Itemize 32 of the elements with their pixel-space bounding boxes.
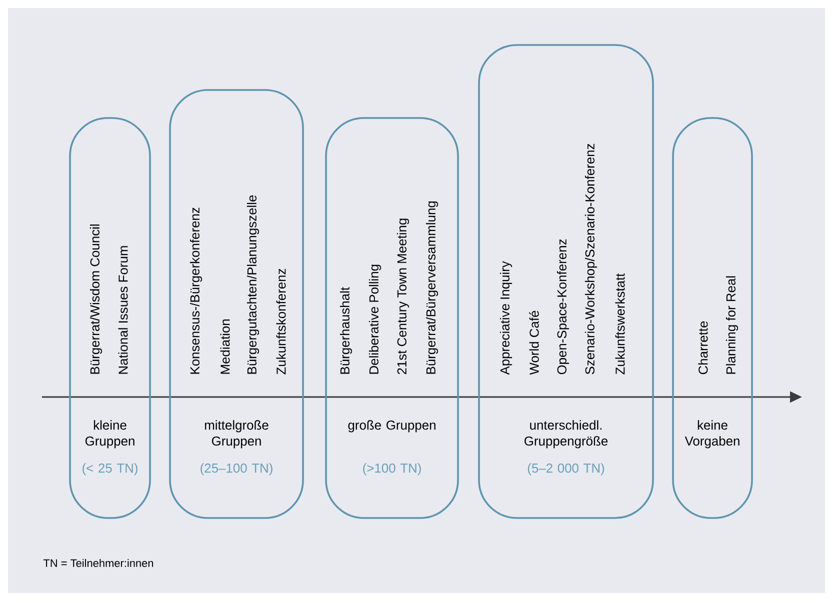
- group-size-label: große Gruppen: [348, 420, 436, 432]
- range-label: (>100 TN): [363, 463, 421, 476]
- method-label: Mediation: [220, 320, 230, 374]
- method-label: Open-Space-Konferenz: [556, 239, 570, 374]
- method-label: Planning for Real: [726, 276, 738, 374]
- method-label: Charrette: [698, 321, 708, 374]
- method-label: Szenario-Workshop/Szenario-Konferenz: [584, 144, 598, 374]
- method-label: Appreciative Inquiry: [500, 261, 512, 375]
- group-size-label: kleine Gruppen: [85, 420, 134, 448]
- group-size-label: unterschiedl. Gruppengröße: [524, 420, 608, 448]
- method-group-box: [69, 117, 151, 519]
- range-label: (25–100 TN): [200, 463, 272, 476]
- method-label: Deliberative Polling: [368, 264, 382, 374]
- method-group-box: [478, 44, 654, 519]
- method-group-box: [672, 117, 753, 519]
- method-group-box: [169, 89, 304, 519]
- method-group-box: [325, 117, 459, 519]
- group-size-label: keine Vorgaben: [684, 420, 740, 448]
- method-label: Bürgerrat/Bürgerversammlung: [426, 201, 438, 374]
- method-label: Zukunftswerkstatt: [615, 273, 625, 374]
- method-label: National Issues Forum: [118, 246, 128, 374]
- method-label: Bürgerrat/Wisdom Council: [90, 224, 102, 374]
- method-label: 21st Century Town Meeting: [396, 218, 410, 374]
- group-size-label: mittelgroße Gruppen: [204, 420, 268, 448]
- range-label: (5–2 000 TN): [528, 463, 604, 476]
- method-label: Konsensus-/Bürgerkonferenz: [190, 208, 202, 374]
- method-label: Bürgerhaushalt: [340, 287, 352, 374]
- method-label: Bürgergutachten/Planungszelle: [246, 195, 260, 374]
- method-label: World Café: [529, 310, 539, 375]
- method-label: Zukunftskonferenz: [276, 268, 286, 374]
- range-label: (< 25 TN): [82, 463, 138, 476]
- footnote: TN = Teilnehmer:innen: [43, 558, 154, 568]
